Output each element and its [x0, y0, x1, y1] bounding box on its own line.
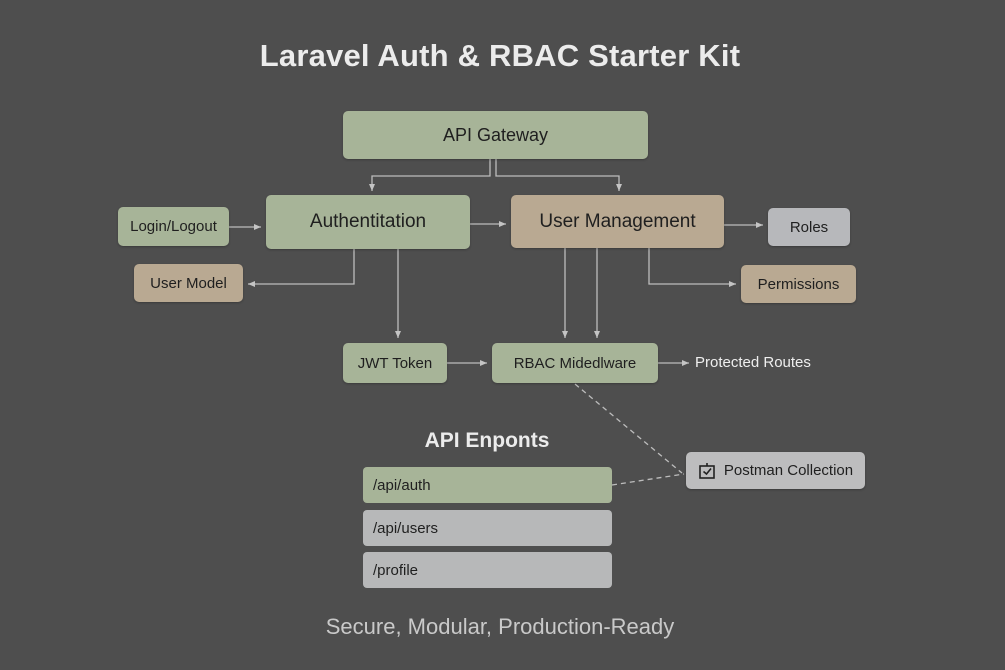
- edge-gateway-auth: [369, 159, 491, 191]
- node-label: JWT Token: [357, 354, 433, 372]
- node-label: API Gateway: [442, 124, 549, 145]
- edge-gateway-usermgmt: [495, 159, 622, 191]
- node-login-logout: Login/Logout: [118, 207, 229, 246]
- endpoint-path: /api/auth: [373, 476, 431, 494]
- node-roles: Roles: [768, 208, 850, 246]
- node-api-gateway: API Gateway: [343, 111, 648, 159]
- edge-auth-usermodel: [248, 249, 355, 287]
- edge-endpoint-postman: [611, 473, 685, 486]
- node-user-model: User Model: [134, 264, 243, 302]
- node-permissions: Permissions: [741, 265, 856, 303]
- node-label: Permissions: [757, 275, 840, 293]
- node-rbac-middleware: RBAC Midedlware: [492, 343, 658, 383]
- endpoint-item: /api/users: [363, 510, 612, 546]
- node-label: Postman Collection: [723, 462, 854, 479]
- node-label: User Management: [539, 210, 696, 232]
- node-authentication: Authentitation: [266, 195, 470, 249]
- checkbox-tray-icon: [699, 462, 715, 479]
- endpoint-path: /api/users: [373, 519, 439, 537]
- endpoint-item: /api/auth: [363, 467, 612, 503]
- node-label: User Model: [150, 274, 227, 292]
- node-label: Login/Logout: [130, 218, 217, 235]
- diagram-title: Laravel Auth & RBAC Starter Kit: [259, 38, 741, 73]
- node-label: Roles: [789, 218, 829, 236]
- endpoint-path: /profile: [373, 561, 419, 579]
- node-user-management: User Management: [511, 195, 724, 248]
- endpoint-item: /profile: [363, 552, 612, 588]
- node-postman-collection: Postman Collection: [686, 452, 865, 489]
- diagram-subtitle: Secure, Modular, Production-Ready: [325, 614, 675, 639]
- node-jwt-token: JWT Token: [343, 343, 447, 383]
- edge-usermgmt-permissions: [648, 248, 736, 287]
- node-label: Authentitation: [309, 211, 427, 232]
- label-protected-routes: Protected Routes: [695, 354, 811, 371]
- node-label: RBAC Midedlware: [513, 354, 637, 372]
- endpoints-title: API Enponts: [424, 429, 550, 452]
